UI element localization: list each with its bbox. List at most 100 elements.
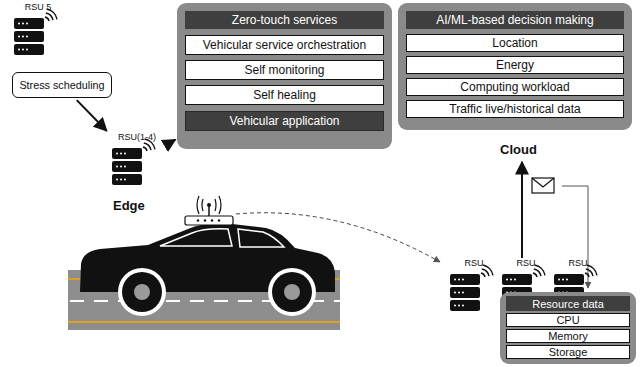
server-label: RSU (498, 258, 554, 268)
server-dot (22, 36, 24, 38)
wifi-arc (144, 143, 151, 150)
node-text: Self monitoring (244, 63, 324, 77)
server-dot (458, 279, 460, 281)
server-unit (502, 274, 532, 285)
server-dot (116, 179, 118, 181)
server-unit (14, 18, 44, 29)
server-dot (558, 279, 560, 281)
node-text: Stress scheduling (19, 79, 104, 91)
node-text: Zero-touch services (232, 13, 337, 27)
server-dot (124, 179, 126, 181)
wifi-arc (587, 265, 597, 275)
antenna-wave (197, 196, 221, 214)
car-wheel (122, 272, 162, 312)
server-dot (124, 153, 126, 155)
server-dot (22, 23, 24, 25)
node-text: Storage (549, 346, 588, 358)
roof-unit (185, 216, 233, 225)
wifi-arc (534, 269, 541, 276)
server-dot (18, 36, 20, 38)
wifi-arc (482, 269, 489, 276)
node-text: Resource data (532, 298, 604, 310)
wifi-arc (586, 269, 593, 276)
server-dot (18, 49, 20, 51)
envelope (532, 178, 554, 193)
server-unit (554, 274, 584, 285)
server-node: RSU(1-4) (108, 132, 166, 192)
server-dot (26, 49, 28, 51)
wifi-arc (46, 13, 53, 20)
car-hub (284, 284, 300, 300)
server-dot (26, 23, 28, 25)
car-window (238, 229, 284, 247)
node-text: CPU (556, 314, 579, 326)
server-dot (566, 279, 568, 281)
car-hub (134, 284, 150, 300)
node-text: Computing workload (460, 80, 569, 94)
server-dot (462, 279, 464, 281)
server-dot (18, 23, 20, 25)
item-box: Memory (506, 329, 630, 343)
server-label: RSU (550, 258, 606, 268)
server-dot (506, 279, 508, 281)
server-dot (116, 166, 118, 168)
wifi-arc (45, 17, 49, 21)
service-panel: Resource dataCPU MemoryStorage (500, 292, 636, 364)
server-dot (562, 279, 564, 281)
server-dot (458, 292, 460, 294)
antenna-tip (207, 203, 211, 207)
node-text: Vehicular service orchestration (203, 38, 366, 52)
item-box: Storage (506, 345, 630, 359)
node-text: Vehicular application (229, 114, 339, 128)
wifi-arc (585, 273, 589, 277)
server-unit (112, 174, 142, 185)
server-dot (120, 166, 122, 168)
roof-unit-dot (197, 219, 199, 221)
node-text: Location (492, 36, 537, 50)
panel-heading: AI/ML-based decision making (406, 11, 624, 29)
server-dot (120, 179, 122, 181)
wireless-link (236, 213, 440, 262)
server-dot (22, 49, 24, 51)
service-panel: AI/ML-based decision makingLocationEnerg… (398, 3, 632, 130)
server-dot (510, 279, 512, 281)
node-text: Energy (496, 58, 534, 72)
process-box: Stress scheduling (12, 72, 112, 98)
car-wheel (118, 268, 166, 316)
car-wheel (268, 268, 316, 316)
item-box: CPU (506, 313, 630, 327)
server-dot (454, 279, 456, 281)
wifi-arc (533, 273, 537, 277)
arrow-connector (169, 140, 176, 144)
server-node: RSU 5 (10, 2, 66, 58)
server-dot (120, 153, 122, 155)
server-dot (454, 305, 456, 307)
item-box: Vehicular service orchestration (185, 35, 384, 55)
item-box: Self monitoring (185, 60, 384, 80)
panel-heading: Resource data (506, 296, 630, 311)
wifi-arc (483, 265, 493, 275)
server-unit (14, 31, 44, 42)
server-label: RSU 5 (10, 2, 66, 12)
region-label: Cloud (500, 142, 537, 157)
region-label: Edge (113, 198, 145, 213)
message-line (562, 186, 588, 288)
server-node: RSU (446, 258, 502, 314)
roof-unit-dot (204, 219, 206, 221)
server-dot (462, 305, 464, 307)
server-unit (112, 161, 142, 172)
item-box: Computing workload (406, 78, 624, 96)
service-panel: Zero-touch servicesVehicular service orc… (177, 3, 392, 149)
node-text: Self healing (253, 88, 316, 102)
server-label: RSU(1-4) (108, 132, 166, 142)
server-unit (112, 148, 142, 159)
cloud-arrow (521, 162, 523, 258)
arrow-connector (77, 100, 107, 131)
server-unit (14, 44, 44, 55)
envelope-flap (532, 178, 554, 187)
server-label: RSU (446, 258, 502, 268)
server-dot (116, 153, 118, 155)
wifi-arc (143, 147, 147, 151)
node-text: Memory (548, 330, 588, 342)
